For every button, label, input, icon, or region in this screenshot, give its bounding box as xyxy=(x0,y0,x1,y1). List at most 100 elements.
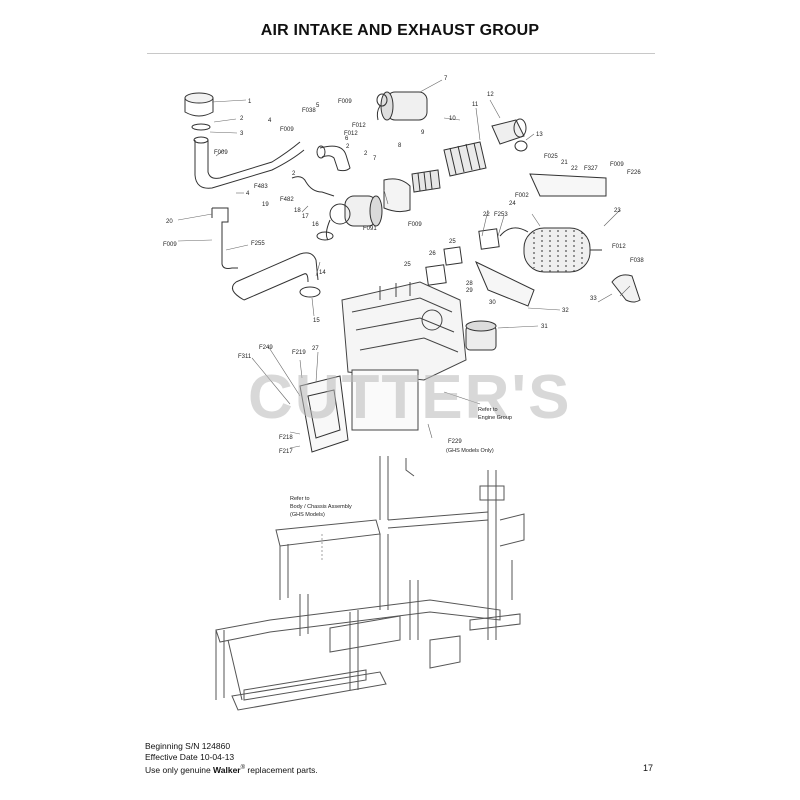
callout-10: 10 xyxy=(449,116,456,122)
callout-4: 4 xyxy=(246,191,250,197)
callout-11: 11 xyxy=(472,102,479,108)
engine-note-line2: Engine Group xyxy=(478,415,512,421)
fastener-f249: F249 xyxy=(259,345,273,351)
breather-hose xyxy=(291,176,335,197)
muffler xyxy=(499,227,602,273)
callout-33: 33 xyxy=(590,296,597,302)
callout-7: 7 xyxy=(373,156,377,162)
fastener-f002: F002 xyxy=(515,193,529,199)
callout-2: 2 xyxy=(292,171,296,177)
callout-23: 23 xyxy=(614,208,621,214)
filter-element xyxy=(443,141,487,177)
title-divider xyxy=(147,53,655,54)
callout-26: 26 xyxy=(429,251,436,257)
callout-17: 17 xyxy=(302,214,309,220)
mount-bracket xyxy=(211,207,238,269)
fastener-f012: F012 xyxy=(612,244,626,250)
callout-2: 2 xyxy=(346,144,350,150)
callout-9: 9 xyxy=(421,130,425,136)
callout-22: 22 xyxy=(483,212,490,218)
fastener-f229: F229 xyxy=(448,439,462,445)
notice-suffix: replacement parts. xyxy=(245,764,318,775)
dust-valve xyxy=(514,140,528,152)
fastener-f483: F483 xyxy=(254,184,268,190)
callout-3: 3 xyxy=(240,131,244,137)
page-number: 17 xyxy=(643,763,654,773)
intake-shroud xyxy=(299,375,349,453)
callout-16: 16 xyxy=(312,222,319,228)
serial-number: Beginning S/N 124860 xyxy=(145,741,231,751)
air-cleaner-lower xyxy=(316,195,383,241)
chassis-frame xyxy=(215,456,525,711)
rubber-elbow xyxy=(316,145,351,172)
air-cleaner-band xyxy=(383,178,411,213)
ghs-only-note: (GHS Models Only) xyxy=(446,448,494,454)
chassis-note-line1: Refer to xyxy=(290,496,310,502)
callout-25: 25 xyxy=(449,239,456,245)
engine-note-line1: Refer to xyxy=(478,407,498,413)
oil-filter xyxy=(465,320,497,351)
callout-29: 29 xyxy=(466,288,473,294)
callout-31: 31 xyxy=(541,324,548,330)
chassis-note-line2: Body / Chassis Assembly xyxy=(290,504,352,510)
engine-block xyxy=(341,281,467,431)
fastener-f009: F009 xyxy=(214,150,228,156)
callout-30: 30 xyxy=(489,300,496,306)
fastener-f091: F091 xyxy=(363,226,377,232)
flange-gasket-upper xyxy=(478,228,500,250)
callout-labels: 1 2 3 4 4 5 6 2 2 2 7 7 8 9 10 11 12 13 … xyxy=(163,76,644,455)
intake-tube xyxy=(193,136,305,189)
callout-14: 14 xyxy=(319,270,326,276)
callout-2: 2 xyxy=(240,116,244,122)
fastener-f253: F253 xyxy=(494,212,508,218)
callout-27: 27 xyxy=(312,346,319,352)
callout-6: 6 xyxy=(345,136,349,142)
watermark: CUTTER'S xyxy=(248,363,572,432)
heat-shield xyxy=(529,173,607,197)
callout-20: 20 xyxy=(166,219,173,225)
fastener-f311: F311 xyxy=(238,354,252,360)
reference-notes: Refer to Engine Group (GHS Models Only) … xyxy=(290,407,512,518)
callout-15: 15 xyxy=(313,318,320,324)
footer: Beginning S/N 124860 Effective Date 10-0… xyxy=(145,741,318,776)
chassis-note-line3: (GHS Models) xyxy=(290,512,325,518)
brand-name: Walker xyxy=(213,764,241,775)
callout-1: 1 xyxy=(248,99,252,105)
page-title: AIR INTAKE AND EXHAUST GROUP xyxy=(260,22,540,39)
fastener-f038: F038 xyxy=(630,258,644,264)
fastener-f009: F009 xyxy=(408,222,422,228)
precleaner-cap xyxy=(184,92,214,131)
effective-date: Effective Date 10-04-13 xyxy=(145,752,235,762)
fastener-f012: F012 xyxy=(352,123,366,129)
fastener-f255: F255 xyxy=(251,241,265,247)
registered-mark: ® xyxy=(240,765,246,771)
leader-lines xyxy=(177,79,631,560)
air-cleaner-upper xyxy=(376,91,428,121)
inner-filter xyxy=(411,169,441,193)
callout-28: 28 xyxy=(466,281,473,287)
callout-12: 12 xyxy=(487,92,494,98)
callout-2: 2 xyxy=(364,151,368,157)
fastener-f217: F217 xyxy=(279,449,293,455)
fastener-f012: F012 xyxy=(344,131,358,137)
fastener-f482: F482 xyxy=(280,197,294,203)
fastener-f009: F009 xyxy=(163,242,177,248)
air-cleaner-cap xyxy=(491,118,527,145)
exhaust-shield xyxy=(475,260,535,307)
callout-5: 5 xyxy=(316,103,320,109)
callout-24: 24 xyxy=(509,201,516,207)
callout-25: 25 xyxy=(404,262,411,268)
fastener-f009: F009 xyxy=(610,162,624,168)
callout-13: 13 xyxy=(536,132,543,138)
notice-prefix: Use only genuine xyxy=(145,764,214,775)
tail-pipe xyxy=(611,274,641,303)
fastener-f025: F025 xyxy=(544,154,558,160)
fastener-f038: F038 xyxy=(302,108,316,114)
flange-gasket-lower xyxy=(425,264,447,286)
flange-gasket-mid xyxy=(443,246,463,266)
parts-notice: Use only genuine Walker® replacement par… xyxy=(145,763,318,776)
callout-22: 22 xyxy=(571,166,578,172)
callout-19: 19 xyxy=(262,202,269,208)
lower-intake-tube xyxy=(231,252,321,301)
